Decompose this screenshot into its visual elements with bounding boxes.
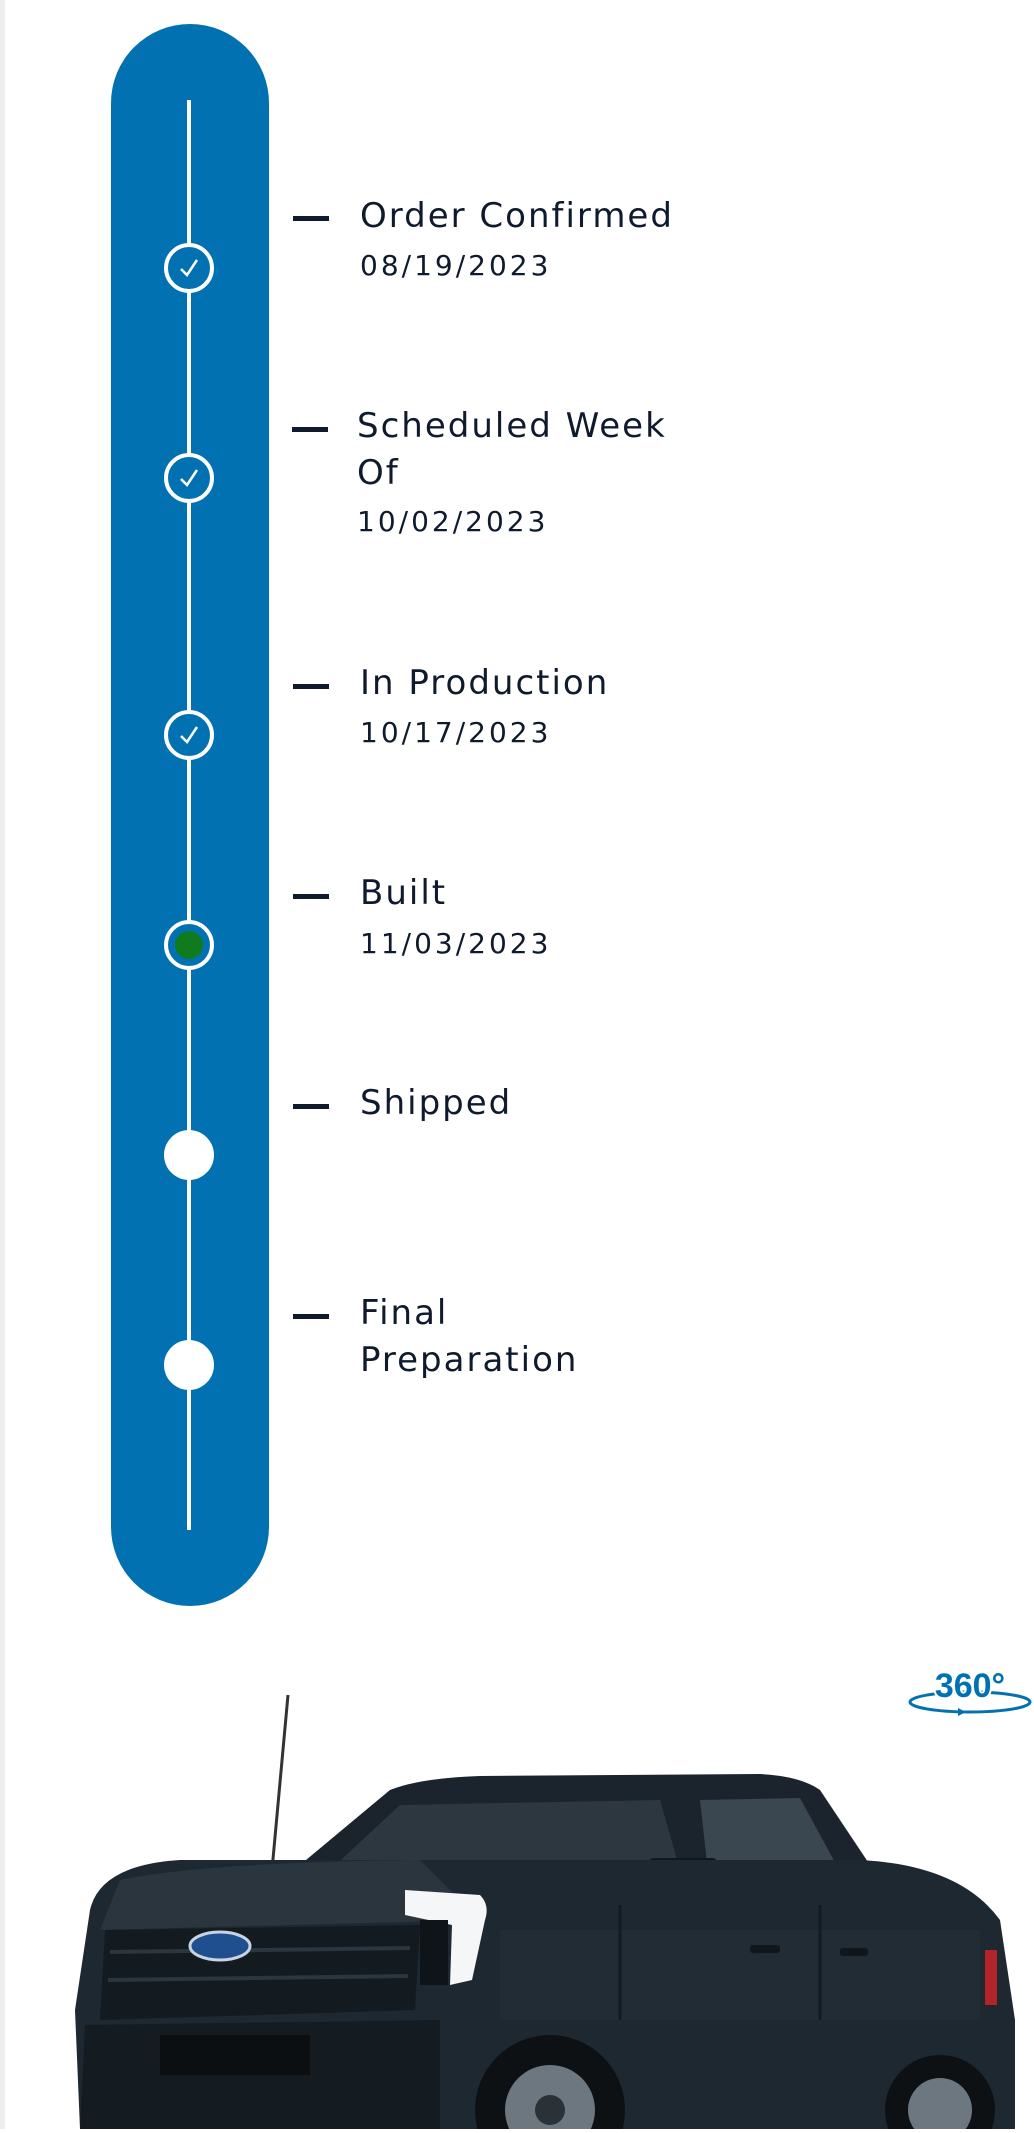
step-complete-node — [164, 453, 214, 503]
step-title-scheduled-week-of: Scheduled Week Of — [357, 406, 667, 493]
step-dash — [293, 894, 329, 899]
step-dash — [293, 684, 329, 689]
step-title-final-preparation: Final Preparation — [360, 1293, 579, 1380]
checkmark-icon — [180, 469, 199, 487]
360-badge-text: 360° — [935, 1667, 1005, 1705]
step-complete-node — [164, 243, 214, 293]
step-dash — [292, 427, 328, 432]
vehicle-image — [60, 1690, 1034, 2133]
step-dash — [293, 1314, 329, 1319]
step-title-in-production: In Production — [360, 663, 610, 703]
step-complete-node — [164, 710, 214, 760]
step-date-built: 11/03/2023 — [360, 927, 552, 960]
progress-line — [187, 100, 191, 1530]
page-edge — [0, 0, 5, 2129]
step-date-order-confirmed: 08/19/2023 — [360, 249, 552, 282]
step-dash — [293, 216, 329, 221]
360-badge-graphic: 360° — [908, 1665, 1032, 1716]
current-indicator-dot — [175, 931, 203, 959]
step-dash — [293, 1104, 329, 1109]
step-pending-node — [164, 1130, 214, 1180]
step-date-scheduled-week-of: 10/02/2023 — [357, 505, 549, 538]
step-current-node — [164, 920, 214, 970]
checkmark-icon — [180, 259, 199, 277]
step-title-built: Built — [360, 873, 448, 913]
checkmark-icon — [180, 726, 199, 744]
step-title-order-confirmed: Order Confirmed — [360, 196, 674, 236]
360-rotate-icon[interactable]: 360° — [906, 1664, 1034, 1724]
step-pending-node — [164, 1340, 214, 1390]
step-title-shipped: Shipped — [360, 1083, 513, 1123]
step-date-in-production: 10/17/2023 — [360, 716, 552, 749]
